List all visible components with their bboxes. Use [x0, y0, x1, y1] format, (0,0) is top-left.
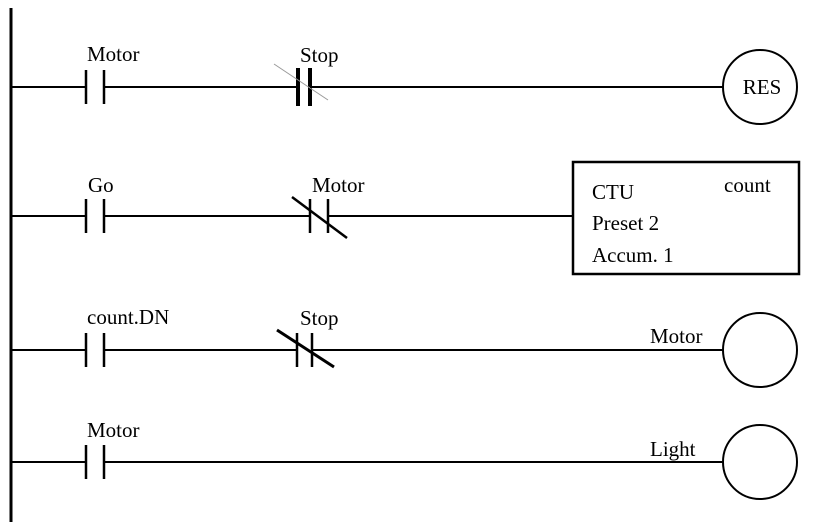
rung-2-counter-block: CTU count Preset 2 Accum. 1 — [571, 160, 801, 276]
rung-1-contact-2: Stop — [273, 43, 339, 106]
contact-label: Stop — [300, 43, 339, 67]
rung-2-contact-2: Motor — [291, 173, 365, 240]
rung-1-contact-1: Motor — [84, 42, 140, 104]
coil-circle — [722, 312, 798, 388]
rung-1-output-coil: RES — [722, 49, 798, 125]
contact-strike-faint — [273, 63, 329, 101]
contact-nc-slash — [291, 195, 348, 240]
counter-preset: Preset 2 — [592, 211, 659, 235]
coil-label: Motor — [650, 324, 703, 348]
coil-circle — [722, 49, 798, 125]
contact-label: Motor — [312, 173, 365, 197]
contact-label: Stop — [300, 306, 339, 330]
rung-2: Go Motor CTU count Preset 2 Accum. 1 — [11, 160, 801, 276]
coil-circle — [722, 424, 798, 500]
rung-3-output-coil: Motor — [650, 312, 798, 388]
rung-4: Motor Light — [11, 418, 798, 500]
contact-label: Motor — [87, 42, 140, 66]
contact-label: Motor — [87, 418, 140, 442]
counter-accum: Accum. 1 — [592, 243, 674, 267]
coil-label: Light — [650, 437, 696, 461]
contact-nc-slash — [276, 328, 335, 369]
counter-box — [571, 160, 801, 276]
contact-label: count.DN — [87, 305, 169, 329]
rung-1: Motor Stop RES — [11, 42, 798, 125]
rung-3-contact-1: count.DN — [84, 305, 169, 367]
counter-instruction: CTU — [592, 180, 634, 204]
rung-3-contact-2: Stop — [276, 306, 339, 369]
rung-2-contact-1: Go — [84, 173, 114, 233]
rung-4-contact-1: Motor — [84, 418, 140, 479]
contact-label: Go — [88, 173, 114, 197]
rung-4-output-coil: Light — [650, 424, 798, 500]
rung-3: count.DN Stop Motor — [11, 305, 798, 388]
counter-tag: count — [724, 173, 771, 197]
coil-inner-label: RES — [743, 75, 782, 99]
